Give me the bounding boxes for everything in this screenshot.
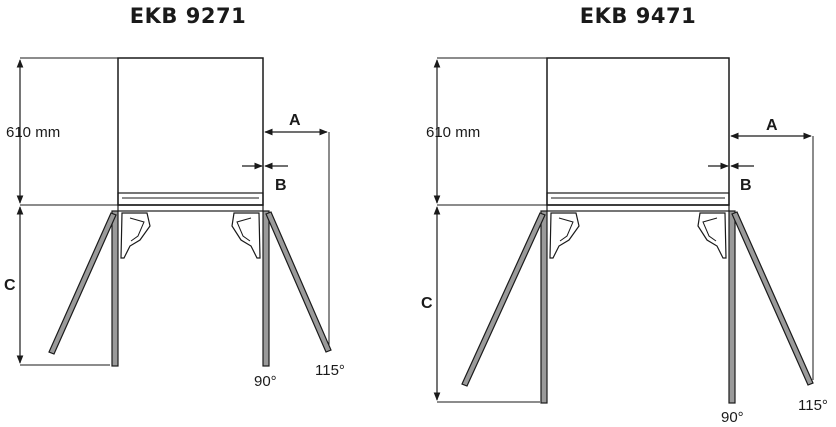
diagram-ekb-9271 <box>16 57 332 367</box>
dimension-c-label-ekb-9471: C <box>421 295 433 312</box>
dimension-a-label-ekb-9271: A <box>289 112 301 129</box>
diagram-ekb-9471 <box>433 57 814 404</box>
door-left-90 <box>540 210 548 404</box>
dimension-a-label-ekb-9471: A <box>766 117 778 134</box>
door-hinge-bar <box>117 192 264 206</box>
door-right-115 <box>265 211 332 353</box>
angle-115-label-ekb-9471: 115° <box>798 397 828 414</box>
door-left-115 <box>48 212 117 355</box>
diagram-title-ekb-9471: EKB 9471 <box>579 4 697 28</box>
door-left-90 <box>111 210 119 367</box>
dimension-b-label-ekb-9271: B <box>275 177 287 194</box>
door-right-90 <box>262 210 270 367</box>
hinge-right <box>231 212 261 259</box>
dimension-b-label-ekb-9471: B <box>740 177 752 194</box>
door-hinge-bar <box>546 192 730 206</box>
depth-label-ekb-9471: 610 mm <box>426 124 480 141</box>
fridge-cabinet <box>117 57 264 206</box>
hinge-right <box>697 212 727 259</box>
angle-115-label-ekb-9271: 115° <box>315 362 345 379</box>
depth-label-ekb-9271: 610 mm <box>6 124 60 141</box>
diagram-title-ekb-9271: EKB 9271 <box>129 4 247 28</box>
angle-90-label-ekb-9271: 90° <box>254 373 277 390</box>
door-right-90 <box>728 210 736 404</box>
door-right-115 <box>731 211 814 386</box>
dimension-c-label-ekb-9271: C <box>4 277 16 294</box>
angle-90-label-ekb-9471: 90° <box>721 409 744 426</box>
fridge-cabinet <box>546 57 730 206</box>
door-left-115 <box>461 212 546 387</box>
